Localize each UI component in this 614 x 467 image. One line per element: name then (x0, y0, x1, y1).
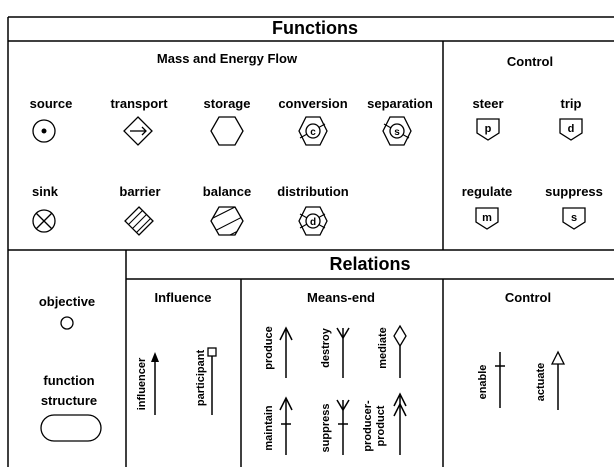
influencer-symbol (151, 352, 159, 415)
destroy-symbol (336, 327, 350, 378)
label-source: source (30, 96, 73, 111)
label-separation: separation (367, 96, 433, 111)
label-distribution: distribution (277, 184, 349, 199)
participant-symbol (207, 347, 217, 415)
producer-product-symbol (393, 392, 407, 455)
sink-icon (32, 209, 56, 233)
label-product: product (375, 405, 387, 446)
suppress-control-icon: s (562, 207, 586, 230)
source-icon (32, 119, 56, 143)
label-produce: produce (263, 326, 275, 369)
label-maintain: maintain (263, 405, 275, 451)
actuate-symbol (550, 350, 566, 410)
influence-heading: Influence (154, 290, 211, 305)
label-producer: producer- (362, 400, 374, 452)
label-structure: structure (41, 393, 97, 408)
label-sink: sink (32, 184, 59, 199)
separation-icon: s (382, 116, 412, 146)
barrier-icon (124, 206, 154, 236)
svg-text:c: c (310, 127, 316, 138)
label-regulate: regulate (462, 184, 513, 199)
functions-title: Functions (272, 18, 358, 38)
svg-text:d: d (310, 217, 316, 228)
label-storage: storage (204, 96, 251, 111)
objective-icon (60, 316, 74, 330)
mediate-symbol (393, 324, 407, 378)
trip-icon: d (559, 118, 583, 141)
grid-lines (7, 16, 614, 467)
label-participant: participant (195, 350, 207, 407)
label-suppress-control: suppress (545, 184, 603, 199)
svg-text:s: s (571, 212, 577, 224)
mass-energy-heading: Mass and Energy Flow (157, 51, 298, 66)
label-function: function (43, 373, 94, 388)
label-trip: trip (561, 96, 582, 111)
control-heading: Control (507, 54, 553, 69)
svg-text:m: m (482, 212, 492, 224)
conversion-icon: c (298, 116, 328, 146)
balance-icon (210, 206, 244, 236)
label-steer: steer (472, 96, 503, 111)
svg-text:s: s (394, 127, 400, 138)
label-transport: transport (110, 96, 168, 111)
svg-text:d: d (568, 123, 575, 135)
label-barrier: barrier (119, 184, 160, 199)
function-structure-icon (40, 414, 102, 442)
label-objective: objective (39, 294, 95, 309)
label-balance: balance (203, 184, 251, 199)
label-destroy: destroy (320, 327, 332, 368)
label-actuate: actuate (535, 363, 547, 402)
produce-symbol (279, 326, 293, 378)
steer-icon: p (476, 118, 500, 141)
enable-symbol (495, 352, 505, 408)
maintain-symbol (279, 396, 293, 455)
label-influencer: influencer (136, 357, 148, 410)
transport-icon (123, 116, 153, 146)
label-mediate: mediate (377, 327, 389, 369)
regulate-icon: m (475, 207, 499, 230)
distribution-icon: d (298, 206, 328, 236)
label-suppress-means-end: suppress (320, 404, 332, 453)
relations-control-heading: Control (505, 290, 551, 305)
storage-icon (210, 116, 244, 146)
label-conversion: conversion (278, 96, 347, 111)
label-enable: enable (477, 365, 489, 400)
means-end-heading: Means-end (307, 290, 375, 305)
relations-heading: Relations (329, 254, 410, 274)
svg-text:p: p (485, 123, 492, 135)
suppress-means-end-symbol (336, 399, 350, 455)
